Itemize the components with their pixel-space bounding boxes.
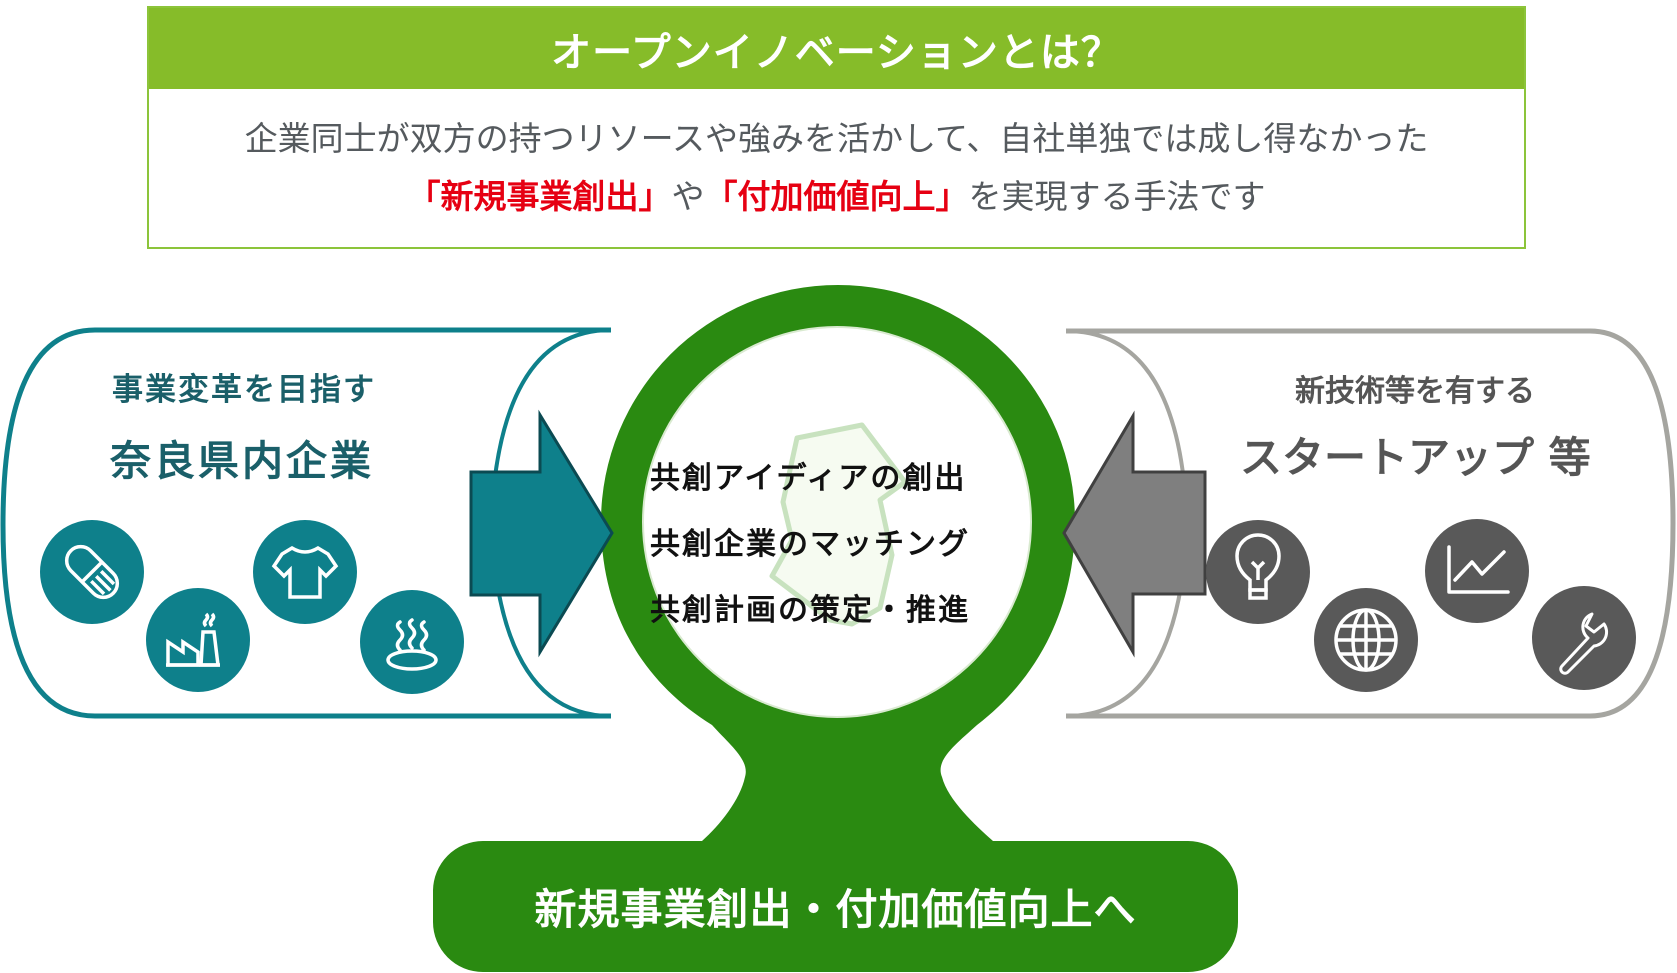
- tshirt-icon: [253, 520, 357, 624]
- factory-icon: [146, 588, 250, 692]
- hot-spring-icon: [360, 590, 464, 694]
- highlight-new-business: 「新規事業創出」: [407, 177, 672, 216]
- left-panel-subtitle: 事業変革を目指す: [112, 372, 376, 408]
- definition-box: オープンイノベーションとは？ 企業同士が双方の持つリソースや強みを活かして、自社…: [147, 6, 1526, 249]
- definition-tail: を実現する手法です: [968, 177, 1266, 216]
- left-panel-title: 奈良県内企業: [110, 437, 374, 485]
- definition-line-1: 企業同士が双方の持つリソースや強みを活かして、自社単独では成し得なかった: [244, 119, 1429, 158]
- lightbulb-icon: [1206, 520, 1310, 624]
- result-label: 新規事業創出・付加価値向上へ: [534, 885, 1137, 934]
- definition-connector: や: [671, 177, 705, 216]
- definition-line-2: 「新規事業創出」や「付加価値向上」を実現する手法です: [408, 168, 1266, 226]
- arrow-right-icon: [469, 409, 614, 658]
- center-item-matching: 共創企業のマッチング: [650, 527, 970, 562]
- right-panel-title: スタートアップ 等: [1240, 433, 1591, 482]
- highlight-added-value: 「付加価値向上」: [704, 177, 969, 216]
- center-item-planning: 共創計画の策定・推進: [650, 593, 970, 628]
- wrench-icon: [1532, 586, 1636, 690]
- nara-map-icon: [769, 422, 908, 627]
- arrow-left-icon: [1062, 410, 1207, 658]
- definition-body: 企業同士が双方の持つリソースや強みを活かして、自社単独では成し得なかった 「新規…: [149, 89, 1524, 247]
- pill-icon: [40, 520, 144, 624]
- center-item-ideas: 共創アイディアの創出: [650, 461, 967, 496]
- right-panel-subtitle: 新技術等を有する: [1295, 374, 1535, 409]
- definition-title: オープンイノベーションとは？: [149, 8, 1524, 89]
- center-activity-list: 共創アイディアの創出 共創企業のマッチング 共創計画の策定・推進: [650, 446, 1030, 644]
- line-chart-icon: [1425, 519, 1529, 623]
- globe-icon: [1314, 588, 1418, 692]
